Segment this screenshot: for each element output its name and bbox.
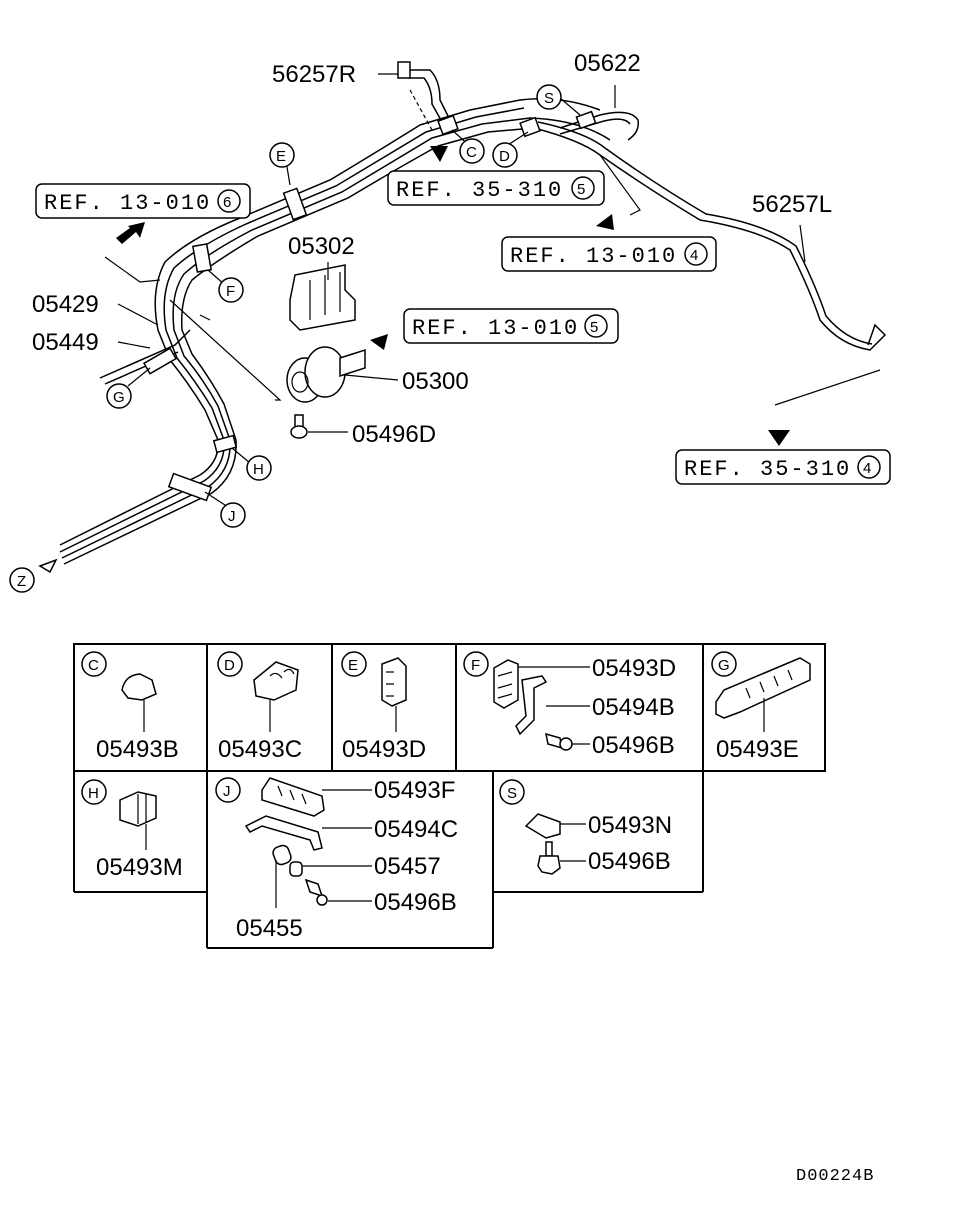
bracket-icon xyxy=(244,815,323,851)
table-cell-C: C 05493B xyxy=(81,651,179,763)
bolt-icon xyxy=(537,841,561,875)
clamp-icon xyxy=(253,661,299,701)
svg-text:4: 4 xyxy=(690,247,698,264)
svg-text:H: H xyxy=(253,461,264,478)
detail-table xyxy=(73,643,826,949)
label-05300: 05300 xyxy=(402,368,469,395)
label-05622: 05622 xyxy=(574,50,641,77)
part-05457: 05457 xyxy=(374,853,441,880)
svg-text:6: 6 xyxy=(223,194,231,211)
part-05493D-E: 05493D xyxy=(342,736,426,763)
svg-text:D: D xyxy=(224,657,235,674)
bolt-icon xyxy=(304,878,328,906)
part-05493E: 05493E xyxy=(716,736,799,763)
label-05429: 05429 xyxy=(32,291,99,318)
table-cell-S: S 05493N 05496B xyxy=(499,779,672,875)
part-05496B-S: 05496B xyxy=(588,848,671,875)
svg-text:REF. 35-310: REF. 35-310 xyxy=(396,178,563,203)
callout-S[interactable]: S xyxy=(536,84,562,110)
svg-text:S: S xyxy=(507,785,517,802)
brake-booster-icon xyxy=(286,264,366,439)
svg-text:4: 4 xyxy=(863,460,871,477)
table-cell-F: F 05493D 05494B 05496B xyxy=(463,651,676,759)
bolt-icon xyxy=(545,732,573,751)
part-05493B: 05493B xyxy=(96,736,179,763)
table-cell-H: H 05493M xyxy=(81,779,183,881)
svg-text:REF. 13-010: REF. 13-010 xyxy=(510,244,677,269)
svg-text:J: J xyxy=(228,508,236,525)
clamp-icon xyxy=(121,673,157,701)
callout-E[interactable]: E xyxy=(269,142,295,168)
clamp-icon xyxy=(493,659,519,709)
callout-C[interactable]: C xyxy=(459,138,485,164)
part-05493F: 05493F xyxy=(374,777,455,804)
table-cell-D: D 05493C xyxy=(217,651,302,763)
svg-text:C: C xyxy=(466,144,477,161)
svg-text:E: E xyxy=(348,657,358,674)
part-05493D-F: 05493D xyxy=(592,655,676,682)
svg-text:G: G xyxy=(113,389,125,406)
ref-box-13-010-4[interactable]: REF. 13-010 4 xyxy=(501,236,717,272)
svg-text:F: F xyxy=(226,283,235,300)
svg-text:S: S xyxy=(544,90,554,107)
ref-box-13-010-5[interactable]: REF. 13-010 5 xyxy=(403,308,619,344)
callout-H[interactable]: H xyxy=(246,455,272,481)
svg-text:J: J xyxy=(223,783,231,800)
part-05493N: 05493N xyxy=(588,812,672,839)
label-05449: 05449 xyxy=(32,329,99,356)
callout-Z[interactable]: Z xyxy=(9,567,35,593)
callout-G[interactable]: G xyxy=(106,383,132,409)
svg-text:G: G xyxy=(718,657,730,674)
table-cell-E: E 05493D xyxy=(341,651,426,763)
table-cell-G: G 05493E xyxy=(711,651,811,763)
label-56257L: 56257L xyxy=(752,191,832,218)
callout-D[interactable]: D xyxy=(492,142,518,168)
bracket-icon xyxy=(515,675,548,736)
svg-text:F: F xyxy=(471,657,480,674)
svg-text:5: 5 xyxy=(577,181,585,198)
svg-text:REF. 13-010: REF. 13-010 xyxy=(44,191,211,216)
svg-text:E: E xyxy=(276,148,286,165)
diagram-code: D00224B xyxy=(796,1167,874,1186)
svg-text:5: 5 xyxy=(590,319,598,336)
bundle-clamps xyxy=(142,61,597,502)
part-05455: 05455 xyxy=(236,915,303,942)
callout-F[interactable]: F xyxy=(218,277,244,303)
label-05496D: 05496D xyxy=(352,421,436,448)
svg-text:C: C xyxy=(88,657,99,674)
svg-text:REF. 13-010: REF. 13-010 xyxy=(412,316,579,341)
svg-text:REF. 35-310: REF. 35-310 xyxy=(684,457,851,482)
table-cell-J: J 05493F 05494C 05457 05496B 05455 xyxy=(215,777,458,942)
clamp-icon xyxy=(381,657,407,707)
ref-box-35-310-5[interactable]: REF. 35-310 5 xyxy=(387,170,605,206)
leader-lines xyxy=(104,73,881,508)
part-05496B-F: 05496B xyxy=(592,732,675,759)
label-56257R: 56257R xyxy=(272,61,356,88)
ref-box-13-010-6[interactable]: REF. 13-010 6 xyxy=(35,183,251,219)
arrow-icon xyxy=(38,146,790,574)
part-05493M: 05493M xyxy=(96,854,183,881)
part-05496B-J: 05496B xyxy=(374,889,457,916)
clamp-icon xyxy=(524,813,561,839)
svg-text:D: D xyxy=(499,148,510,165)
svg-text:H: H xyxy=(88,785,99,802)
part-05494C: 05494C xyxy=(374,816,458,843)
part-05493C: 05493C xyxy=(218,736,302,763)
part-05494B: 05494B xyxy=(592,694,675,721)
callout-J[interactable]: J xyxy=(220,502,246,528)
ref-box-35-310-4[interactable]: REF. 35-310 4 xyxy=(675,449,891,485)
label-05302: 05302 xyxy=(288,233,355,260)
svg-text:Z: Z xyxy=(17,573,26,590)
